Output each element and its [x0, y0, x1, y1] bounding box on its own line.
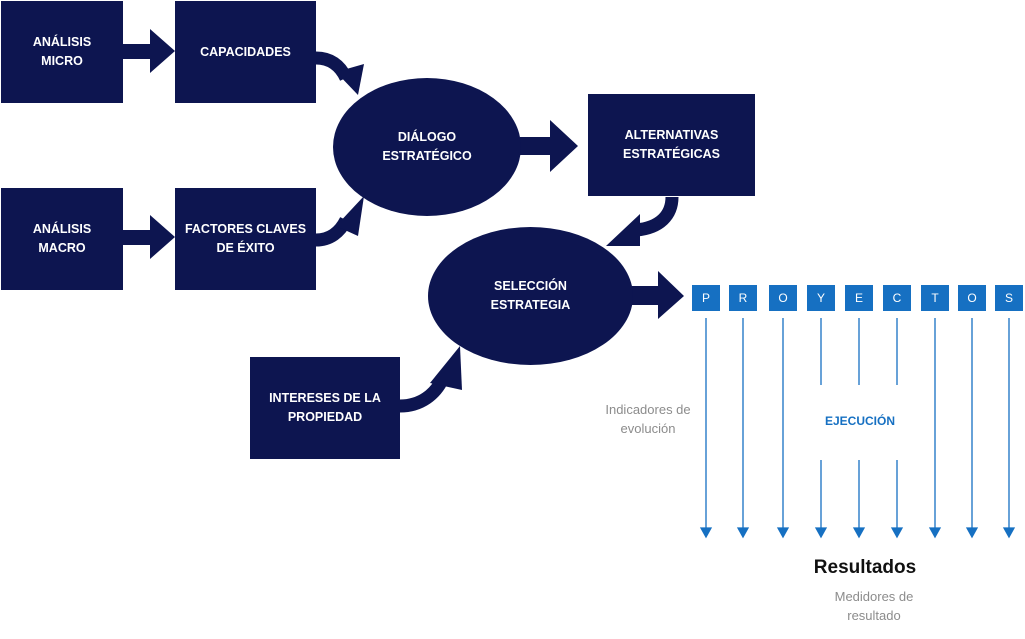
proyecto-letter: O	[958, 285, 986, 311]
box-analisis-macro-label: ANÁLISIS MACRO	[32, 222, 92, 255]
resultados-title: Resultados	[813, 557, 917, 578]
proyecto-letter: O	[769, 285, 797, 311]
arrow-alternativas-to-seleccion	[635, 196, 679, 237]
box-intereses: INTERESES DE LA PROPIEDAD	[250, 357, 400, 459]
ellipse-dialogo-label: DIÁLOGO ESTRATÉGICO	[382, 130, 472, 163]
proyecto-letter: C	[883, 285, 911, 311]
box-alternativas-label: ALTERNATIVAS ESTRATÉGICAS	[623, 128, 720, 161]
medidores-label: Medidores de resultado	[834, 589, 914, 623]
proyecto-letter: R	[729, 285, 757, 311]
arrow-micro-to-capacidades	[123, 29, 175, 73]
box-analisis-macro: ANÁLISIS MACRO	[1, 188, 123, 290]
box-factores-claves: FACTORES CLAVES DE ÉXITO	[175, 188, 316, 290]
ejecucion-label: EJECUCIÓN	[824, 414, 895, 428]
arrow-dialogo-to-alternativas	[520, 120, 578, 172]
proyecto-letter: S	[995, 285, 1023, 311]
box-factores-claves-label: FACTORES CLAVES DE ÉXITO	[184, 222, 307, 255]
proyecto-letter: E	[845, 285, 873, 311]
box-capacidades: CAPACIDADES	[175, 1, 316, 103]
indicadores-label: Indicadores de evolución	[605, 402, 691, 436]
box-capacidades-label: CAPACIDADES	[200, 44, 291, 59]
proyecto-letter: Y	[807, 285, 835, 311]
arrow-seleccion-to-proyectos	[632, 271, 684, 319]
ellipse-dialogo: DIÁLOGO ESTRATÉGICO	[333, 78, 521, 216]
box-analisis-micro-label: ANÁLISIS MICRO	[32, 35, 92, 68]
arrow-macro-to-factores	[123, 215, 175, 259]
ellipse-seleccion-label: SELECCIÓN ESTRATEGIA	[490, 279, 571, 312]
box-intereses-label: INTERESES DE LA PROPIEDAD	[269, 391, 381, 424]
proyecto-letter: P	[692, 285, 720, 311]
proyecto-letter: T	[921, 285, 949, 311]
box-alternativas: ALTERNATIVAS ESTRATÉGICAS	[588, 94, 755, 196]
ellipse-seleccion: SELECCIÓN ESTRATEGIA	[428, 227, 633, 365]
box-analisis-micro: ANÁLISIS MICRO	[1, 1, 123, 103]
